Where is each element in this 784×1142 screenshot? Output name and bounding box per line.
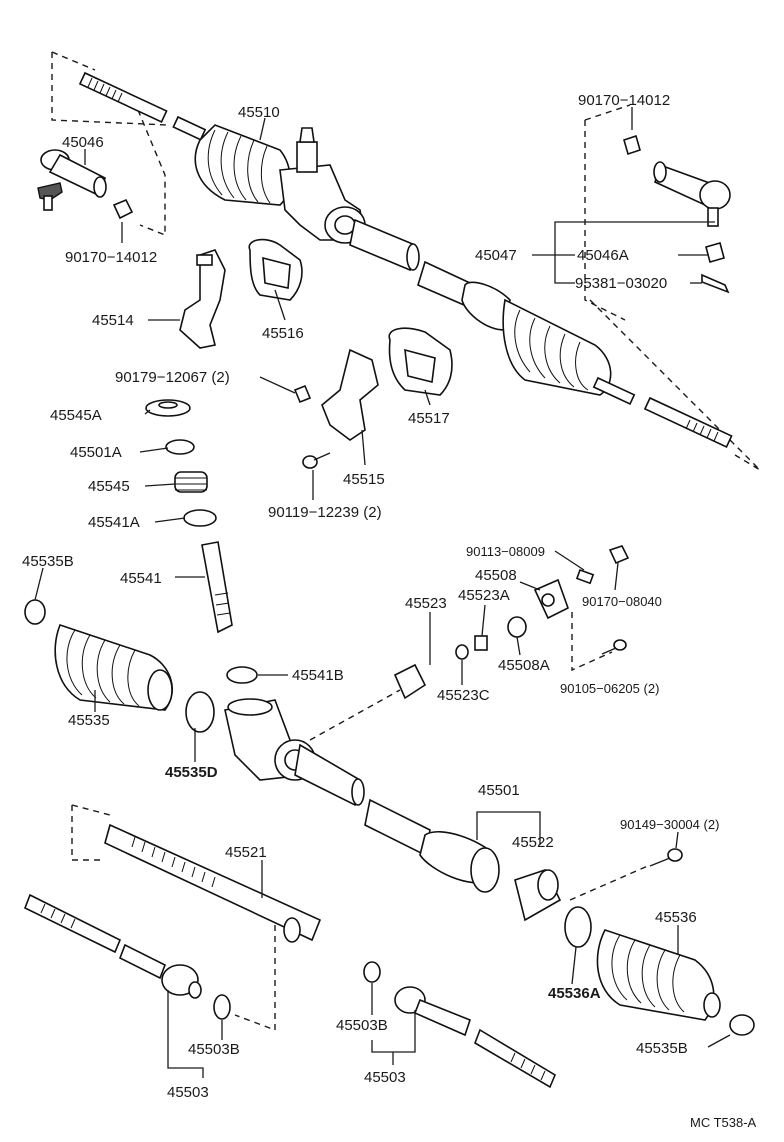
guide-45523: [393, 663, 427, 700]
diagram-code: MC T538-A: [690, 1115, 757, 1130]
bushing-45522: [514, 869, 562, 922]
label-45503-left: 45503: [167, 1084, 209, 1101]
top-rack-assembly: [78, 71, 733, 448]
label-45515: 45515: [343, 471, 385, 488]
rack-45521: [104, 823, 322, 943]
bolt-90179: [293, 384, 312, 404]
label-45523A: 45523A: [458, 587, 510, 604]
spring-45545: [174, 471, 208, 493]
inner-tie-rod-mid-45503: [363, 961, 557, 1089]
left-boot-45510: [194, 124, 291, 206]
inner-tie-rod-left-45503: [23, 893, 231, 1020]
label-45535B-top: 45535B: [22, 553, 74, 570]
right-tie-rod-end-45047: [623, 134, 731, 294]
label-90170-14012-right: 90170−14012: [578, 92, 670, 109]
label-45523: 45523: [405, 595, 447, 612]
leader-lines: [34, 107, 731, 1078]
label-90170-14012-left: 90170−14012: [65, 249, 157, 266]
nut-90170-08040: [608, 545, 630, 565]
label-45047: 45047: [475, 247, 517, 264]
label-45541: 45541: [120, 570, 162, 587]
bearing-45541A: [183, 509, 217, 527]
label-45510: 45510: [238, 104, 280, 121]
rack-tube-top: [349, 218, 511, 331]
clamp-45536A: [564, 906, 592, 948]
label-45535B-bottom: 45535B: [636, 1040, 688, 1057]
bracket-45514: [179, 249, 226, 349]
part-labels: 45510 45046 90170−14012 90170−14012 4504…: [22, 92, 757, 1130]
gear-housing-top: [279, 127, 366, 244]
label-90179-12067: 90179−12067 (2): [115, 369, 230, 386]
clamp-45535B-top: [24, 599, 46, 625]
label-45522: 45522: [512, 834, 554, 851]
label-90113-08009: 90113−08009: [466, 544, 545, 559]
label-45535D: 45535D: [165, 764, 218, 781]
dashed-guide-lines: [51, 51, 761, 1032]
bolt-90149: [649, 848, 683, 867]
bolt-90119: [302, 452, 331, 469]
bearing-45501A: [165, 439, 195, 455]
left-tie-rod-thread: [78, 71, 207, 141]
label-45535: 45535: [68, 712, 110, 729]
boot-45536: [596, 929, 721, 1021]
bearing-45541B: [226, 666, 258, 684]
label-90149-30004: 90149−30004 (2): [620, 817, 719, 832]
label-45503-mid: 45503: [364, 1069, 406, 1086]
label-45521: 45521: [225, 844, 267, 861]
label-45523C: 45523C: [437, 687, 490, 704]
label-45046: 45046: [62, 134, 104, 151]
gear-housing-lower: [224, 698, 500, 893]
pinion-45541: [201, 541, 233, 634]
label-45517: 45517: [408, 410, 450, 427]
label-45514: 45514: [92, 312, 134, 329]
label-90119-12239: 90119−12239 (2): [268, 504, 382, 521]
left-tie-rod-end-45046: [37, 149, 134, 220]
label-45503B-left: 45503B: [188, 1041, 240, 1058]
label-45508A: 45508A: [498, 657, 550, 674]
label-45536A: 45536A: [548, 985, 601, 1002]
clamp-45535B-bottom: [729, 1014, 755, 1036]
label-45516: 45516: [262, 325, 304, 342]
cushion-45516: [248, 238, 303, 301]
label-45545A: 45545A: [50, 407, 102, 424]
label-45046A: 45046A: [577, 247, 629, 264]
nut-45545A: [145, 399, 191, 417]
label-45545: 45545: [88, 478, 130, 495]
label-45501A: 45501A: [70, 444, 122, 461]
label-45508: 45508: [475, 567, 517, 584]
spring-45523A: [474, 635, 488, 651]
label-45501: 45501: [478, 782, 520, 799]
label-90105-06205: 90105−06205 (2): [560, 681, 659, 696]
seat-45523C: [455, 644, 469, 660]
label-95381-03020: 95381−03020: [575, 275, 667, 292]
clamp-45535D: [185, 691, 215, 733]
label-45541A: 45541A: [88, 514, 140, 531]
label-45503B-mid: 45503B: [336, 1017, 388, 1034]
boot-45535: [54, 624, 174, 711]
right-boot: [502, 298, 636, 406]
label-45541B: 45541B: [292, 667, 344, 684]
plug-45508: [533, 578, 569, 620]
bolt-90105: [601, 639, 627, 655]
cushion-45517: [388, 327, 453, 396]
bolt-90113: [575, 568, 595, 585]
oring-45508A: [507, 616, 527, 638]
label-45536: 45536: [655, 909, 697, 926]
label-90170-08040: 90170−08040: [582, 594, 662, 609]
right-tie-rod-thread: [643, 396, 733, 448]
bracket-45515: [321, 348, 379, 441]
